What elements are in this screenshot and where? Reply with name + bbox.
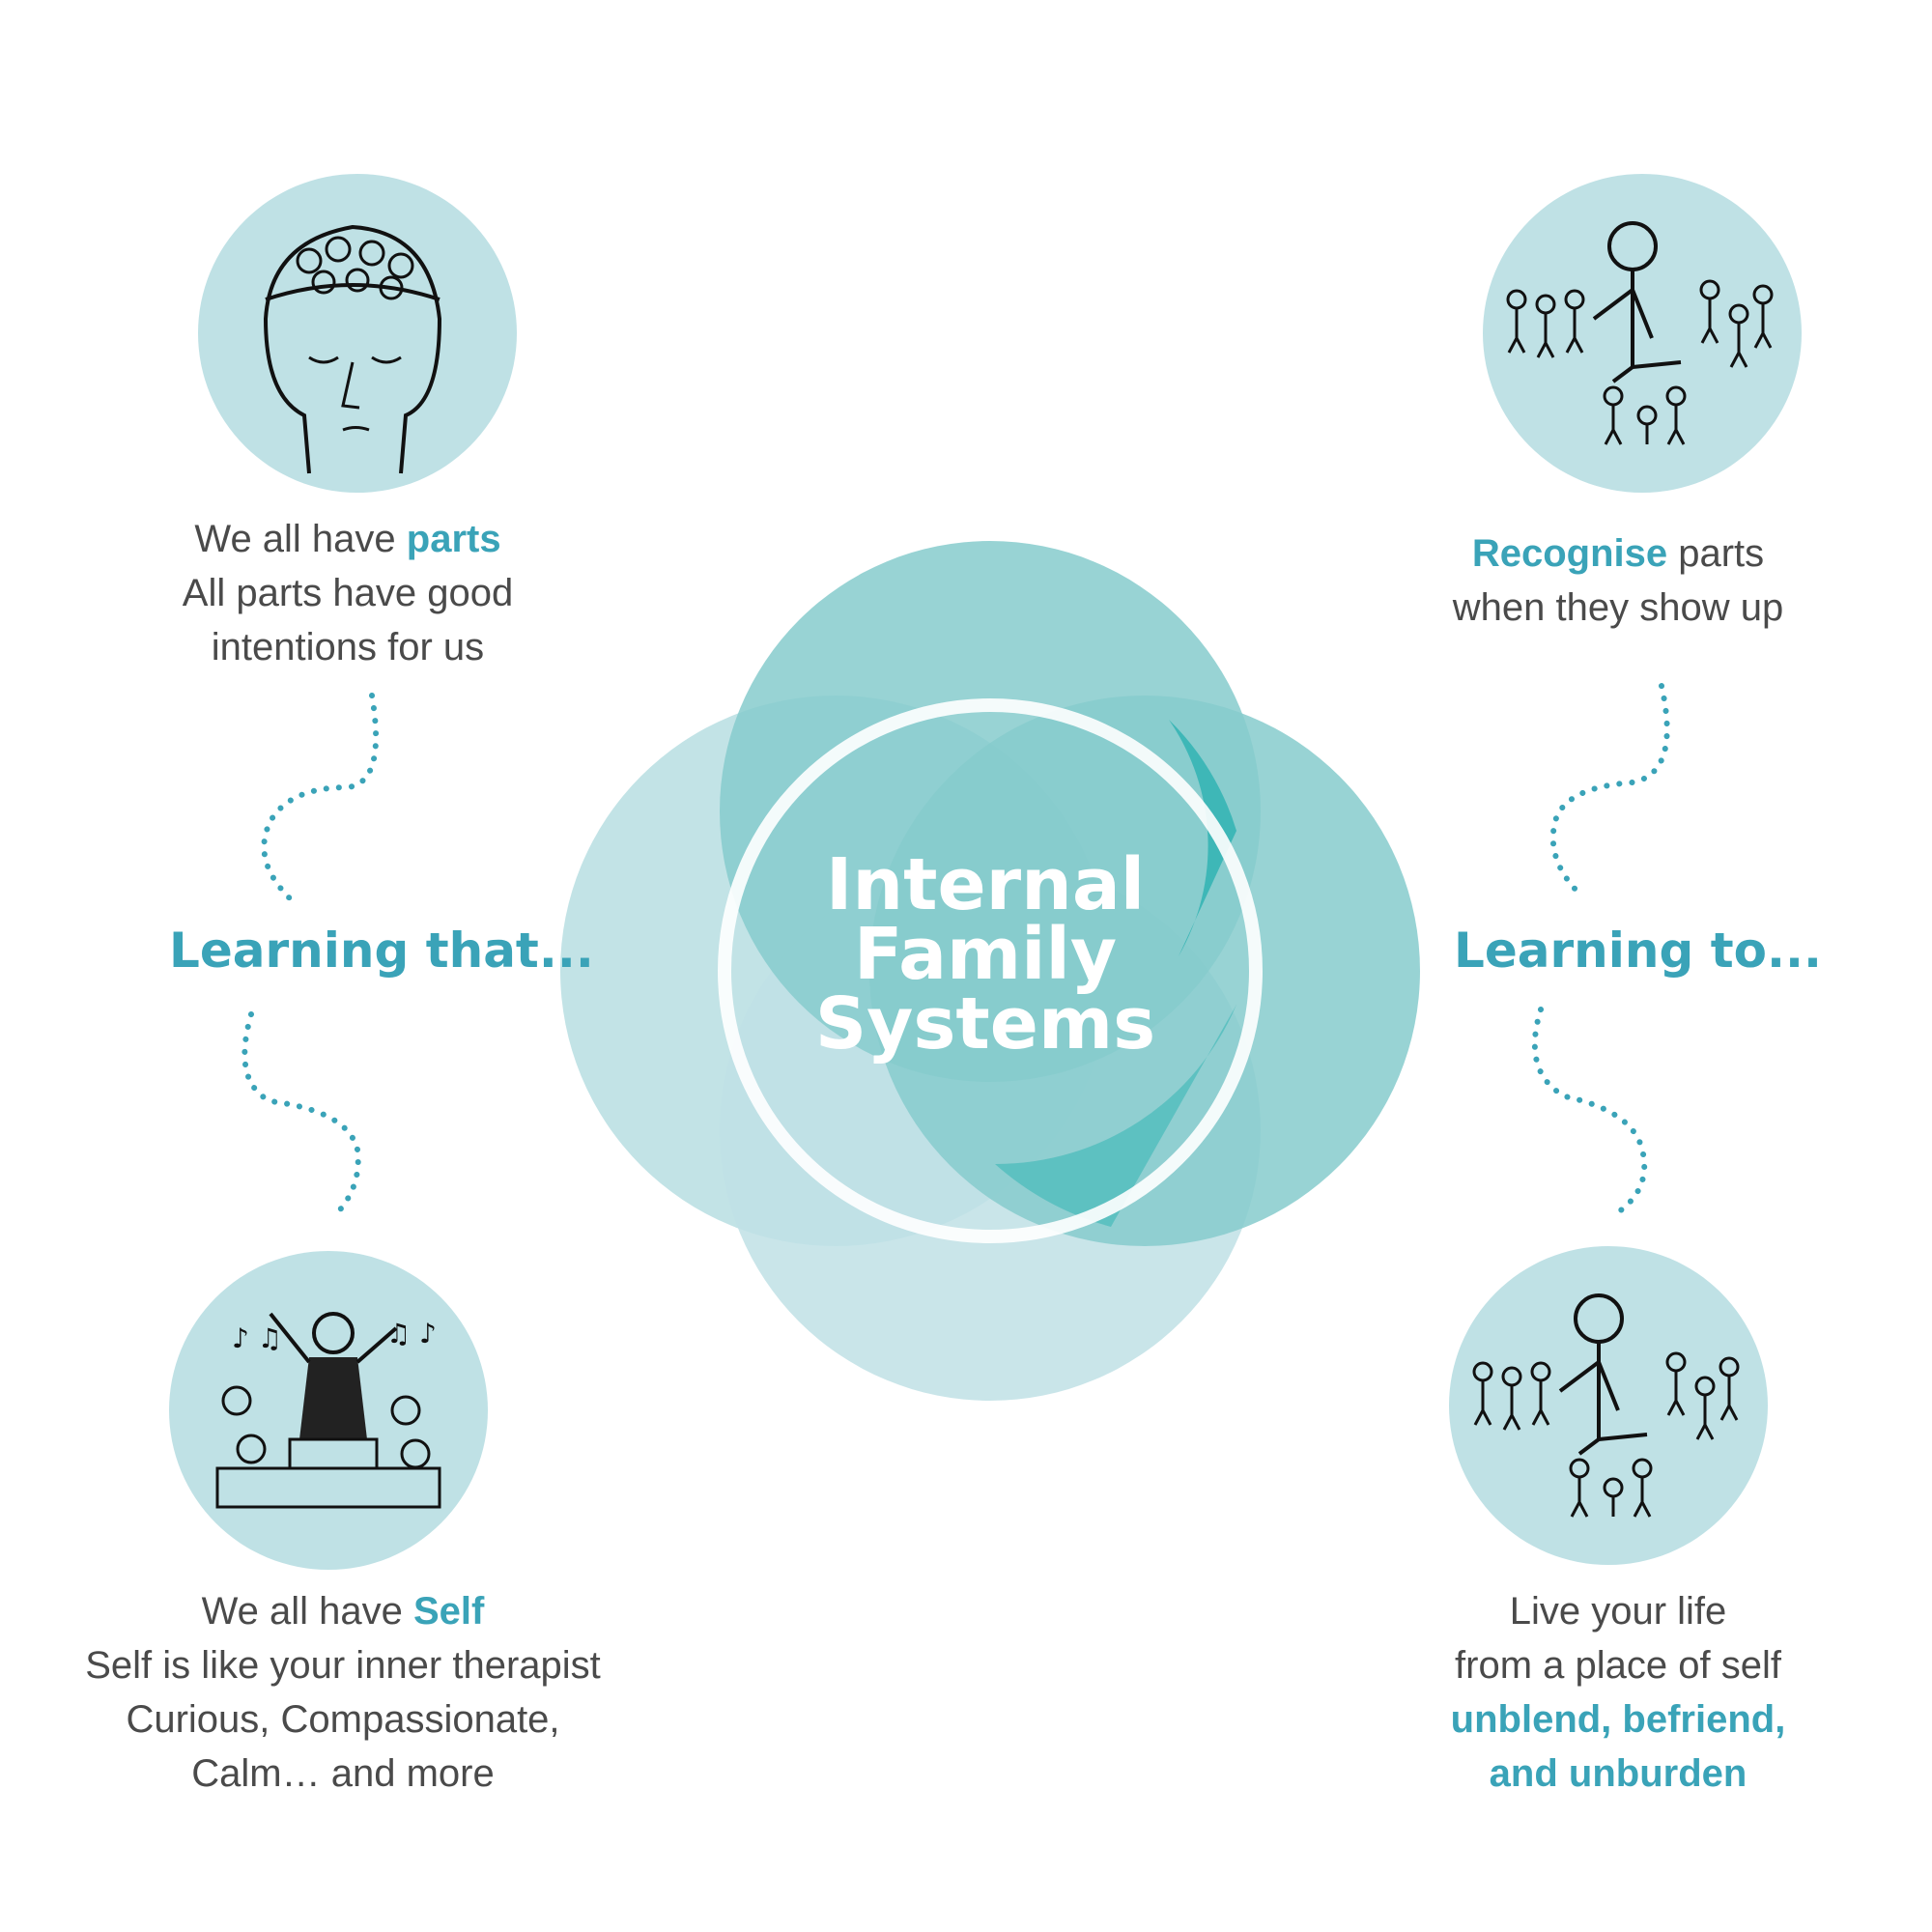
svg-text:♪ ♫: ♪ ♫ (232, 1322, 282, 1354)
self-line-1: We all have Self (39, 1584, 647, 1638)
parts-text-block: We all have parts All parts have good in… (106, 512, 589, 674)
recognise-line-1: Recognise parts (1401, 526, 1835, 581)
center-title-line: Internal (825, 843, 1146, 926)
learning-that-heading: Learning that... (169, 923, 594, 979)
dotted-connector-bottom-left (242, 1011, 361, 1220)
center-title: Internal Family Systems (792, 843, 1179, 1065)
recognise-line-2: when they show up (1452, 586, 1784, 629)
parts-line-3: intentions for us (211, 626, 485, 668)
petal-top (720, 541, 1261, 1082)
parts-line-2: All parts have good (182, 572, 514, 614)
live-line-2: from a place of self (1455, 1644, 1781, 1687)
center-title-line: Family (853, 913, 1118, 996)
stick-figure-group-icon (1449, 1246, 1768, 1565)
stick-figure-group-icon (1483, 174, 1802, 493)
center-title-line: Systems (814, 982, 1156, 1065)
dotted-connector-top-right (1549, 683, 1670, 896)
text-prefix: We all have (194, 518, 407, 560)
highlight-recognise: Recognise (1471, 532, 1668, 575)
orchestra-conductor-icon: ♪ ♫ ♫ ♪ (169, 1251, 488, 1570)
recognise-text-block: Recognise parts when they show up (1401, 526, 1835, 635)
highlight-self: Self (413, 1590, 485, 1633)
self-line-3: Curious, Compassionate, (126, 1698, 560, 1741)
learning-to-heading: Learning to... (1454, 923, 1822, 979)
swirl-arc-br (995, 1005, 1236, 1227)
parts-line-1: We all have parts (106, 512, 589, 566)
live-text-block: Live your life from a place of self unbl… (1401, 1584, 1835, 1801)
dotted-connector-bottom-right (1531, 1007, 1648, 1215)
text-suffix: parts (1667, 532, 1765, 575)
self-line-2: Self is like your inner therapist (85, 1644, 601, 1687)
dotted-connector-top-left (261, 693, 380, 901)
brain-full-of-faces-icon (198, 174, 517, 493)
live-line-3: unblend, befriend, (1450, 1698, 1786, 1741)
self-text-block: We all have Self Self is like your inner… (39, 1584, 647, 1801)
center-disc (718, 698, 1263, 1243)
svg-text:♫ ♪: ♫ ♪ (386, 1318, 437, 1350)
petal-cluster (560, 541, 1420, 1401)
live-line-4: and unburden (1489, 1752, 1747, 1795)
live-line-1: Live your life (1509, 1590, 1727, 1633)
text-prefix: We all have (201, 1590, 413, 1633)
self-line-4: Calm… and more (191, 1752, 495, 1795)
highlight-parts: parts (406, 518, 501, 560)
